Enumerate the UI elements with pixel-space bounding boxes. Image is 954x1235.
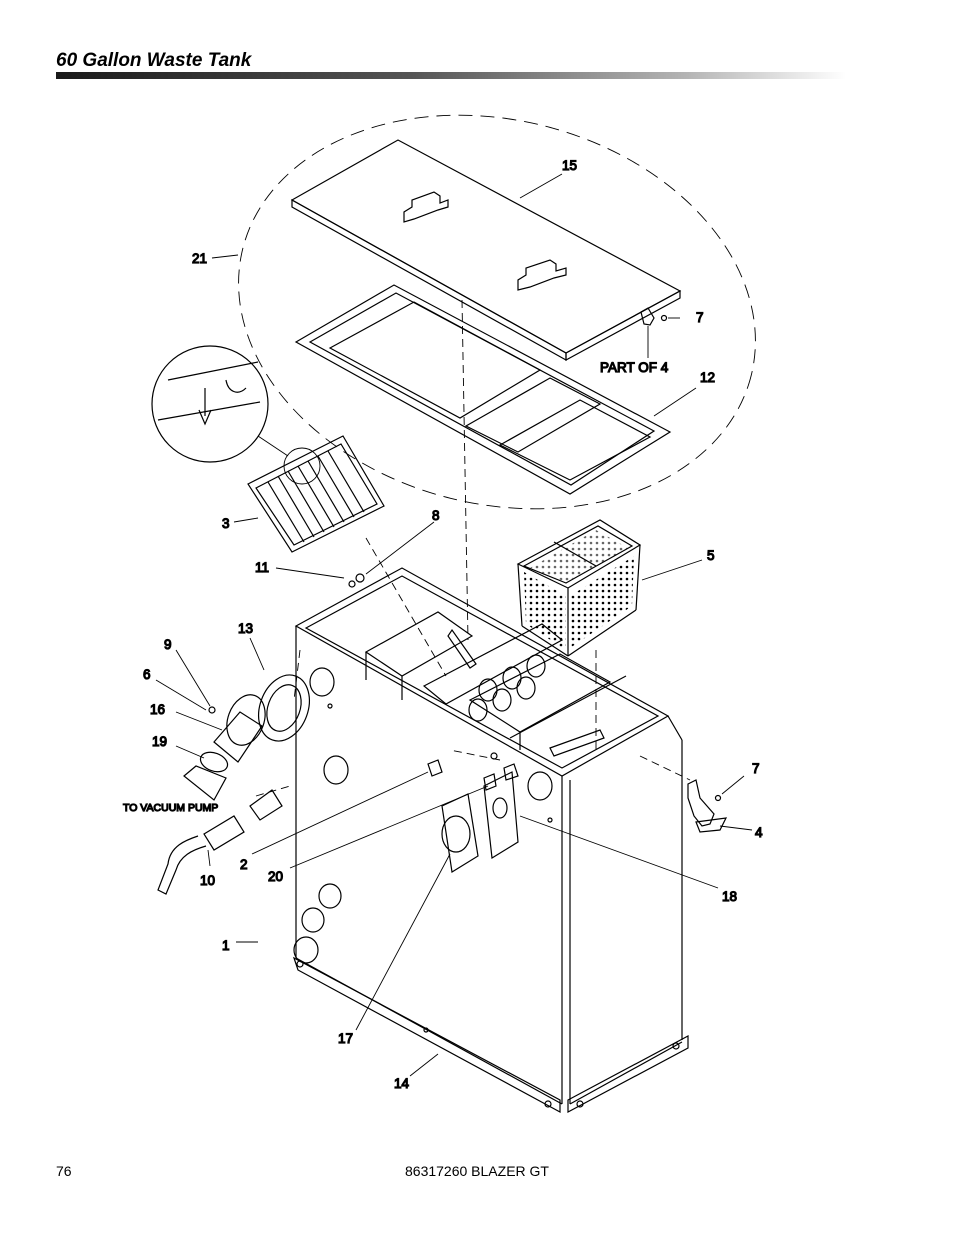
- lid-assembly-group-outline: [238, 114, 756, 510]
- callout-13: 13: [238, 621, 253, 636]
- callout-leader-lines: [155, 173, 753, 1077]
- callout-6: 6: [143, 667, 151, 682]
- callout-9: 9: [164, 637, 172, 652]
- callout-2: 2: [240, 857, 248, 872]
- callout-10: 10: [200, 873, 215, 888]
- mounting-plate: [483, 771, 519, 860]
- hose-fittings: [427, 752, 519, 791]
- page-title: 60 Gallon Waste Tank: [56, 50, 252, 71]
- tank-lid: [290, 139, 682, 362]
- callout-18: 18: [722, 889, 737, 904]
- float-switch-plate: [441, 793, 479, 873]
- waste-tank-body: [292, 567, 689, 1114]
- document-id: 86317260 BLAZER GT: [405, 1163, 549, 1179]
- callout-15: 15: [562, 158, 577, 173]
- callout-8: 8: [432, 508, 440, 523]
- strainer-basket: [516, 519, 642, 657]
- page-number: 76: [56, 1163, 72, 1179]
- assembly-centerlines: [255, 299, 691, 797]
- note-part-of-4: PART OF 4: [600, 360, 669, 375]
- vacuum-connector: [157, 789, 283, 895]
- detail-view-circle: [151, 345, 321, 485]
- note-to-vacuum-pump: TO VACUUM PUMP: [123, 802, 218, 814]
- lid-gasket: [294, 284, 672, 495]
- filter-screen: [247, 435, 385, 553]
- callout-7-right: 7: [752, 761, 760, 776]
- callout-11: 11: [255, 560, 269, 575]
- callout-21: 21: [192, 251, 207, 266]
- vacuum-inlet-assembly: [183, 674, 310, 801]
- callout-1: 1: [222, 938, 230, 953]
- callout-4: 4: [755, 825, 763, 840]
- callout-16: 16: [150, 702, 165, 717]
- callout-12: 12: [700, 370, 715, 385]
- callout-19: 19: [152, 734, 167, 749]
- callout-17: 17: [338, 1031, 353, 1046]
- title-rule: [56, 72, 846, 79]
- callout-20: 20: [268, 869, 283, 884]
- callout-14: 14: [394, 1076, 410, 1091]
- callout-5: 5: [707, 548, 715, 563]
- callout-7-top: 7: [696, 310, 704, 325]
- hinge-bracket: [348, 314, 728, 833]
- callout-3: 3: [222, 516, 230, 531]
